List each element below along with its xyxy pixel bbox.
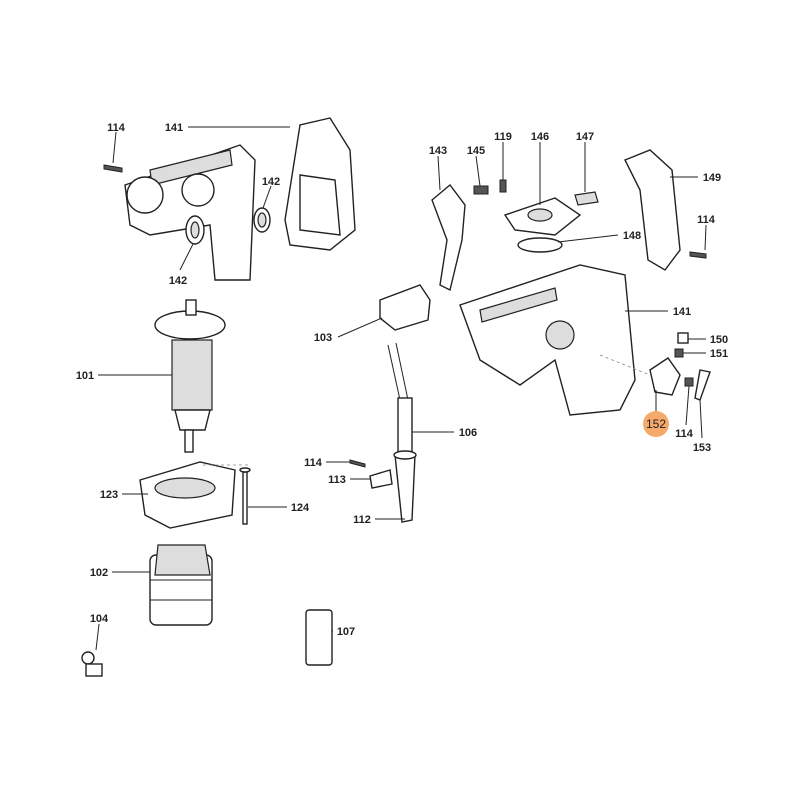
switch-103: [379, 284, 431, 331]
part-label[interactable]: 148: [623, 230, 641, 242]
knob-152: [649, 357, 681, 396]
brush-holder-104: [81, 651, 103, 677]
highlight-marker-152[interactable]: [643, 411, 669, 437]
part-label[interactable]: 151: [710, 348, 728, 360]
part-label[interactable]: 114: [697, 214, 716, 226]
part-label[interactable]: 106: [459, 427, 477, 439]
handle-cover-149: [624, 149, 681, 271]
screw-124: [239, 467, 251, 525]
part-label[interactable]: 146: [531, 131, 549, 143]
part-label[interactable]: 141: [165, 122, 183, 134]
part-label[interactable]: 124: [291, 502, 310, 514]
part-label[interactable]: 143: [429, 145, 447, 157]
o-ring-148: [517, 237, 563, 253]
cable-106: [387, 342, 413, 454]
part-label[interactable]: 149: [703, 172, 721, 184]
clip-153: [694, 369, 711, 401]
part-label[interactable]: 119: [494, 131, 512, 143]
housing-141-right: [459, 264, 636, 416]
part-label[interactable]: 101: [76, 370, 94, 382]
part-label[interactable]: 123: [100, 489, 118, 501]
part-label[interactable]: 107: [337, 626, 355, 638]
cover-146: [503, 197, 582, 236]
part-label[interactable]: 142: [262, 176, 280, 188]
screw-114-right: [689, 251, 707, 259]
leader-lines: [95, 126, 707, 651]
lever-143: [431, 183, 466, 292]
cable-clamp-113: [349, 459, 393, 489]
part-labels: 114 141 142 142 143 145 119 146 147 149 …: [76, 122, 728, 638]
screw-114-top-left: [103, 164, 123, 173]
housing-half-left: [124, 117, 356, 281]
spring-145: [473, 185, 489, 195]
bearing-seals-142: [185, 207, 271, 245]
part-label[interactable]: 114: [675, 428, 694, 440]
part-label[interactable]: 114: [304, 457, 323, 469]
part-label[interactable]: 150: [710, 334, 728, 346]
screw-114-small: [684, 377, 694, 387]
part-label[interactable]: 142: [169, 275, 187, 287]
screw-119: [499, 179, 507, 193]
part-label[interactable]: 103: [314, 332, 332, 344]
part-label[interactable]: 104: [90, 613, 109, 625]
part-label-highlighted[interactable]: 152: [646, 417, 666, 431]
field-coil-102: [149, 544, 213, 626]
cover-107: [305, 609, 333, 666]
fan-baffle-123: [139, 461, 236, 529]
part-label[interactable]: 145: [467, 145, 485, 157]
part-label[interactable]: 114: [107, 122, 126, 134]
part-label[interactable]: 112: [353, 514, 371, 526]
part-label[interactable]: 141: [673, 306, 691, 318]
part-label[interactable]: 102: [90, 567, 108, 579]
button-147: [574, 191, 599, 206]
part-label[interactable]: 147: [576, 131, 594, 143]
part-label[interactable]: 113: [328, 474, 346, 486]
part-label[interactable]: 153: [693, 442, 711, 454]
armature-101: [154, 299, 226, 453]
cable-sleeve-112: [393, 450, 417, 523]
